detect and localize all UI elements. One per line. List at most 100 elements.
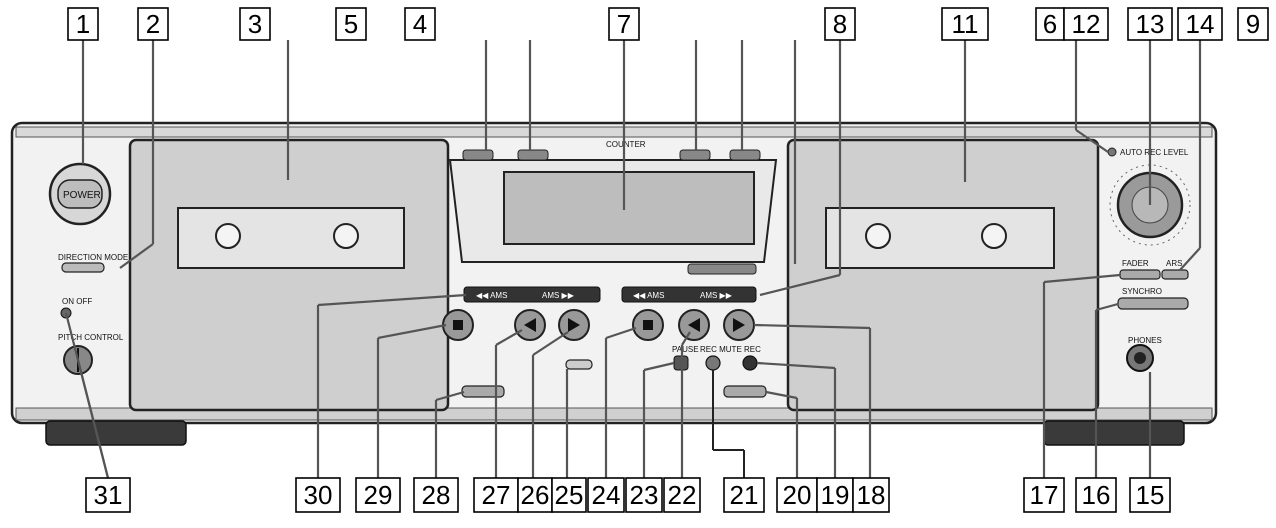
bottom-leader-lines <box>64 273 1152 479</box>
rec-mute-label: REC MUTE <box>700 345 742 354</box>
callout-19: 19 <box>816 477 854 513</box>
callout-15: 15 <box>1129 477 1171 513</box>
deck-a-reel-left <box>215 223 241 249</box>
svg-text:30: 30 <box>304 480 333 510</box>
svg-text:26: 26 <box>521 480 550 510</box>
bottom-callouts: 31 30 29 28 27 26 25 24 23 22 21 20 19 1… <box>85 477 1171 513</box>
rec-level-scale <box>1109 164 1191 246</box>
ams-b-ff-label: AMS ▶▶ <box>700 291 733 300</box>
callout-14: 14 <box>1177 7 1223 41</box>
svg-text:29: 29 <box>364 480 393 510</box>
callout-8: 8 <box>824 7 856 41</box>
callout-28: 28 <box>413 477 459 513</box>
callout-4: 4 <box>404 7 436 41</box>
stop-a-icon <box>453 320 463 330</box>
monitor-button[interactable] <box>687 263 757 275</box>
callout-3: 3 <box>239 7 271 41</box>
svg-text:24: 24 <box>592 480 621 510</box>
memory-b-button[interactable] <box>729 149 761 161</box>
fader-label: FADER <box>1122 259 1149 268</box>
counter-label: COUNTER <box>606 140 646 149</box>
callout-30: 30 <box>295 477 341 513</box>
pause-label: PAUSE <box>672 345 699 354</box>
ams-a-rew-label: ◀◀ AMS <box>476 291 507 300</box>
callout-17: 17 <box>1023 477 1065 513</box>
rec-button[interactable] <box>742 355 758 371</box>
svg-text:7: 7 <box>617 9 631 39</box>
svg-text:5: 5 <box>344 9 358 39</box>
deck-b-window <box>825 207 1055 269</box>
svg-text:14: 14 <box>1186 9 1215 39</box>
synchro-button[interactable] <box>1117 297 1189 310</box>
callout-18: 18 <box>852 477 890 513</box>
deck-a-door[interactable] <box>128 138 450 412</box>
deck-top-edge <box>15 126 1213 138</box>
svg-text:19: 19 <box>821 480 850 510</box>
svg-text:28: 28 <box>422 480 451 510</box>
top-leader-lines <box>81 40 1202 297</box>
callout-21: 21 <box>723 477 765 513</box>
callout-24: 24 <box>587 477 625 513</box>
pitch-control-label: PITCH CONTROL <box>58 333 124 342</box>
svg-text:9: 9 <box>1246 9 1260 39</box>
auto-rec-level-indicator <box>1107 147 1117 157</box>
callout-5: 5 <box>335 7 367 41</box>
stop-b-icon <box>643 320 653 330</box>
eject-a-button[interactable] <box>461 385 505 398</box>
callout-26: 26 <box>517 477 553 513</box>
ars-button[interactable] <box>1161 269 1189 280</box>
svg-text:17: 17 <box>1030 480 1059 510</box>
play-forward-b-icon <box>733 318 745 332</box>
callout-25: 25 <box>551 477 587 513</box>
svg-text:21: 21 <box>730 480 759 510</box>
synchro-label: SYNCHRO <box>1122 287 1162 296</box>
play-reverse-b-icon <box>688 318 700 332</box>
deck-b-reel-left <box>865 223 891 249</box>
callout-23: 23 <box>625 477 663 513</box>
play-forward-a-icon <box>568 318 580 332</box>
svg-text:1: 1 <box>76 9 90 39</box>
rec-label: REC <box>744 345 761 354</box>
ars-label: ARS <box>1166 259 1182 268</box>
svg-text:12: 12 <box>1072 9 1101 39</box>
auto-rec-level-label: AUTO REC LEVEL <box>1120 148 1189 157</box>
svg-text:8: 8 <box>833 9 847 39</box>
svg-text:22: 22 <box>668 480 697 510</box>
callout-9: 9 <box>1237 7 1269 41</box>
eject-b-button[interactable] <box>723 385 767 398</box>
callout-22: 22 <box>663 477 701 513</box>
phones-label: PHONES <box>1128 336 1162 345</box>
dubbing-switch[interactable] <box>565 359 593 370</box>
reset-a-button[interactable] <box>462 149 494 161</box>
on-off-label: ON OFF <box>62 297 92 306</box>
left-foot <box>45 420 187 446</box>
display-window <box>503 171 755 245</box>
callout-31: 31 <box>85 477 131 513</box>
svg-text:31: 31 <box>94 480 123 510</box>
svg-text:6: 6 <box>1043 9 1057 39</box>
ams-bar-deck-b[interactable] <box>621 286 757 303</box>
rec-mute-button[interactable] <box>705 355 721 371</box>
callout-6: 6 <box>1035 7 1065 41</box>
callout-7: 7 <box>608 7 640 41</box>
memory-a-button[interactable] <box>517 149 549 161</box>
fader-button[interactable] <box>1119 269 1161 280</box>
reset-b-button[interactable] <box>679 149 711 161</box>
svg-text:13: 13 <box>1136 9 1165 39</box>
right-foot <box>1043 420 1185 446</box>
svg-text:4: 4 <box>413 9 427 39</box>
deck-b-reel-right <box>981 223 1007 249</box>
direction-mode-label: DIRECTION MODE <box>58 253 128 262</box>
svg-text:23: 23 <box>630 480 659 510</box>
callout-16: 16 <box>1075 477 1117 513</box>
svg-text:11: 11 <box>952 9 979 39</box>
direction-mode-switch[interactable] <box>61 262 105 273</box>
svg-text:27: 27 <box>482 480 511 510</box>
callout-2: 2 <box>137 7 169 41</box>
top-callouts: 1 2 3 5 4 7 8 11 6 12 13 14 9 <box>67 7 1269 41</box>
callout-27: 27 <box>473 477 519 513</box>
ams-b-rew-label: ◀◀ AMS <box>633 291 664 300</box>
svg-text:2: 2 <box>146 9 160 39</box>
deck-a-window <box>177 207 405 269</box>
